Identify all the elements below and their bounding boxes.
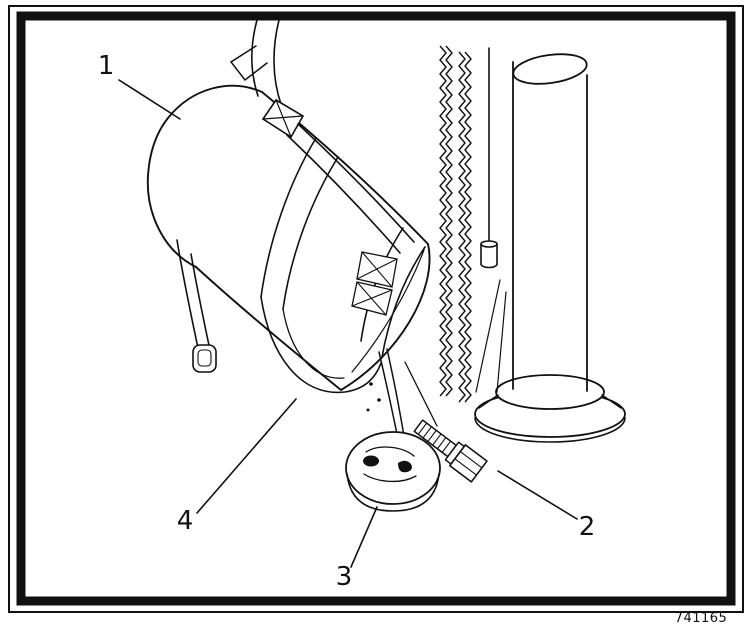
mid-strap-line-1 bbox=[260, 137, 317, 298]
bolt-group bbox=[413, 419, 488, 483]
tank-right-cap bbox=[340, 243, 431, 391]
hanger-strap-fold bbox=[229, 45, 268, 82]
inner-border-band bbox=[16, 11, 736, 606]
drain-tube-line-1 bbox=[378, 351, 400, 445]
hanger-strap-line-1 bbox=[251, 19, 259, 97]
left-strap-buckle-slot bbox=[197, 349, 212, 367]
bolt-hex-head bbox=[448, 444, 488, 483]
guide-rod-group bbox=[475, 47, 507, 393]
gasket-group bbox=[345, 431, 441, 512]
pipe-collar bbox=[495, 374, 605, 410]
bolt-link-line bbox=[404, 361, 438, 427]
gasket-inner-bottom bbox=[363, 473, 417, 483]
outer-border-line bbox=[8, 5, 744, 613]
gasket-rim bbox=[346, 473, 440, 512]
lace-buckle-1-cross bbox=[356, 251, 398, 288]
gasket-blob-2 bbox=[398, 460, 412, 473]
straps-group bbox=[176, 19, 426, 394]
lace-buckle-2-cross bbox=[351, 281, 393, 316]
rod-fitting-top bbox=[480, 240, 498, 248]
pipe-base-rim bbox=[474, 417, 626, 443]
callout-2-leader bbox=[497, 470, 578, 520]
callout-4-label: 4 bbox=[177, 506, 194, 536]
corrugated-rod-left-b bbox=[445, 45, 453, 397]
rod-fitting-sides bbox=[480, 243, 498, 265]
under-strap-loop-inner bbox=[282, 308, 345, 379]
right-strap-line-2 bbox=[381, 246, 426, 358]
brace-line-2 bbox=[496, 291, 507, 393]
gasket-outer-ring bbox=[345, 431, 441, 505]
drip-dot-1 bbox=[369, 382, 373, 386]
rod-fitting-bottom bbox=[480, 263, 498, 269]
left-strap-line-1 bbox=[176, 239, 199, 349]
pipe-top-opening bbox=[512, 53, 588, 85]
bolt-hex-facets bbox=[454, 451, 483, 476]
left-strap-line-2 bbox=[190, 253, 211, 351]
strap-buckle-top-cross bbox=[262, 99, 304, 138]
callout-2-label: 2 bbox=[579, 512, 596, 542]
stand-pipe-group bbox=[474, 53, 626, 443]
longitudinal-strap-2 bbox=[286, 134, 401, 254]
figure-number: 741165 bbox=[675, 611, 728, 626]
tank-dome-end bbox=[146, 84, 263, 268]
callout-leaders bbox=[118, 79, 578, 568]
left-strap-buckle bbox=[192, 344, 217, 373]
corrugated-rod-right-a bbox=[458, 51, 466, 403]
corrugated-rod-left-a bbox=[439, 45, 447, 397]
longitudinal-strap-1 bbox=[297, 123, 415, 243]
bolt-threads bbox=[417, 422, 452, 453]
mid-strap-line-2 bbox=[282, 156, 339, 310]
callout-3-leader bbox=[350, 506, 378, 568]
callout-1-label: 1 bbox=[98, 51, 115, 81]
callout-3-label: 3 bbox=[336, 562, 353, 592]
gasket-blob-1 bbox=[363, 455, 379, 467]
drip-dot-2 bbox=[377, 398, 381, 402]
brace-line-1 bbox=[475, 279, 501, 393]
corrugated-rods-group bbox=[439, 45, 472, 403]
callout-4-leader bbox=[196, 398, 297, 514]
under-strap-loop bbox=[260, 296, 382, 394]
drip-dot-3 bbox=[366, 408, 370, 412]
corrugated-rod-right-b bbox=[464, 51, 472, 403]
gasket-inner-top bbox=[365, 446, 415, 457]
pipe-base-slope bbox=[478, 394, 622, 409]
callout-1-leader bbox=[118, 79, 181, 120]
figure-border bbox=[8, 5, 744, 613]
hanger-strap-line-2 bbox=[273, 19, 282, 105]
